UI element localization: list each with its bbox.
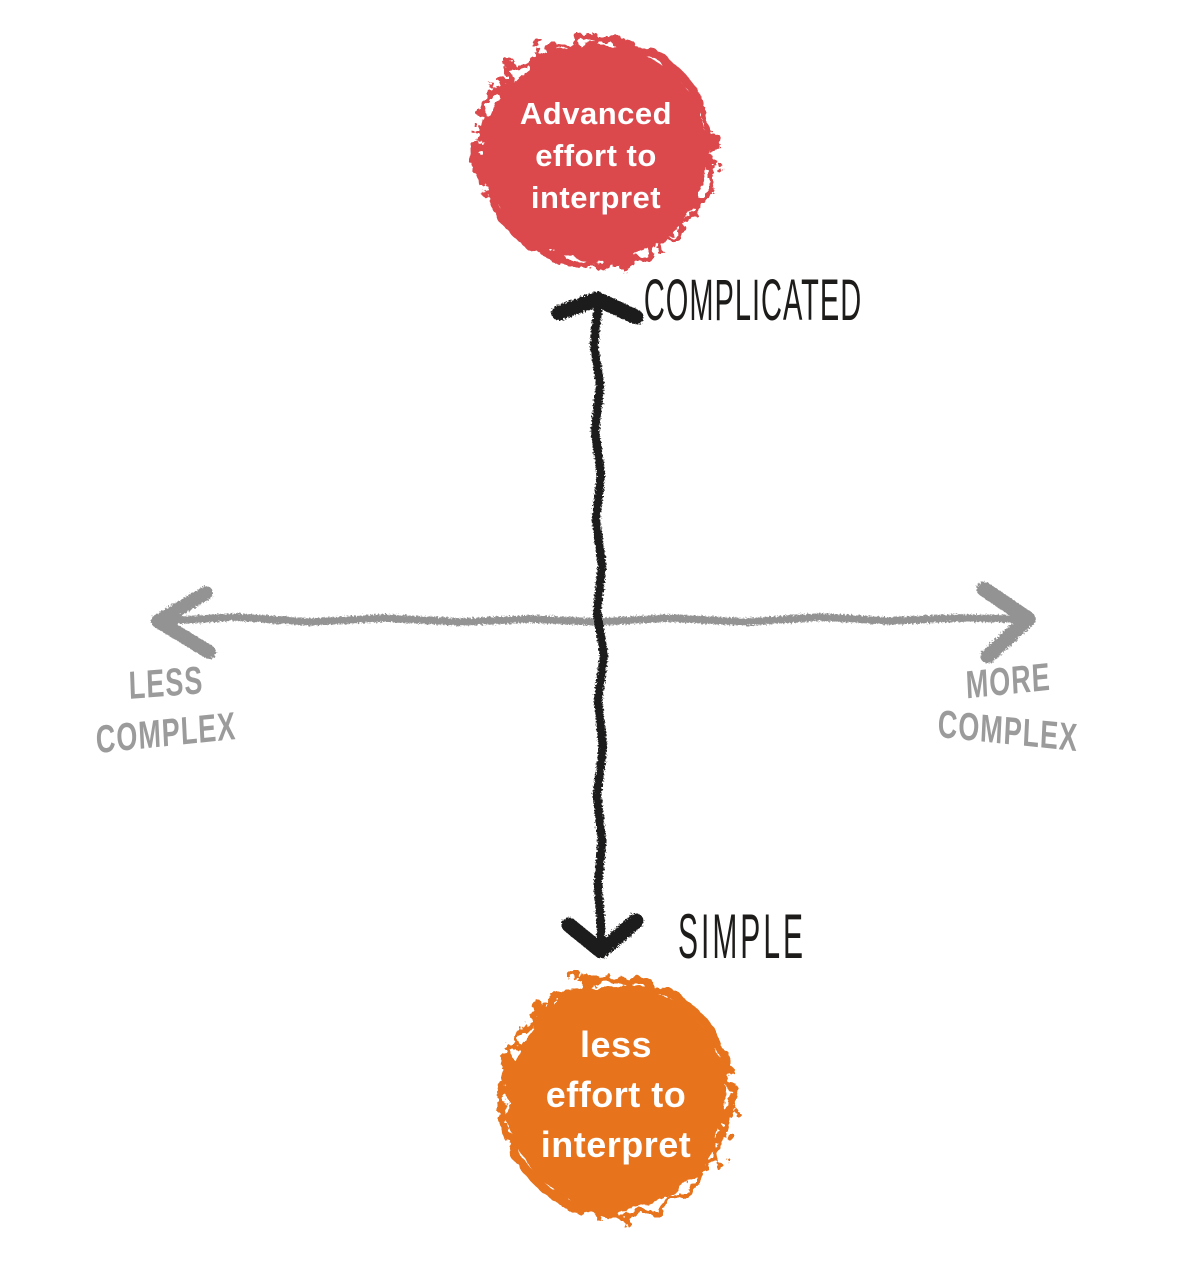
complicated-label-text: COMPLICATED <box>643 270 863 334</box>
up-arrowhead-icon <box>551 291 644 325</box>
more-complex-label: MORE COMPLEX <box>937 655 1079 760</box>
bottom-bubble-fill <box>506 984 726 1210</box>
bottom-bubble-ring <box>497 975 735 1219</box>
simple-label: SIMPLE <box>678 903 806 972</box>
down-arrowhead-icon <box>561 913 644 959</box>
top-bubble-line-2: effort to <box>535 138 657 173</box>
complicated-label: COMPLICATED <box>644 270 862 334</box>
top-bubble-ring <box>475 35 717 269</box>
vertical-axis <box>551 291 644 959</box>
top-bubble-shape <box>475 35 717 269</box>
less-complex-label: LESS COMPLEX <box>95 658 237 761</box>
right-arrowhead-icon <box>976 581 1036 664</box>
horizontal-axis-line <box>159 613 1022 626</box>
vertical-axis-line <box>589 303 609 958</box>
horizontal-axis <box>151 581 1036 664</box>
bottom-bubble-line-1: less <box>579 1024 653 1065</box>
simple-label-text: SIMPLE <box>677 903 807 973</box>
less-complex-line-2: COMPLEX <box>94 704 238 762</box>
top-bubble-fill <box>484 44 708 260</box>
bottom-bubble-line-3: interpret <box>540 1124 692 1165</box>
top-bubble-label: Advanced effort to interpret <box>520 93 672 219</box>
bottom-bubble-line-2: effort to <box>545 1074 687 1115</box>
left-arrowhead-icon <box>151 586 216 659</box>
top-bubble-line-3: interpret <box>530 180 662 215</box>
bottom-bubble-label: less effort to interpret <box>541 1020 692 1170</box>
top-bubble-line-1: Advanced <box>519 96 673 131</box>
more-complex-line-2: COMPLEX <box>936 702 1080 760</box>
bottom-bubble-shape <box>497 975 735 1219</box>
